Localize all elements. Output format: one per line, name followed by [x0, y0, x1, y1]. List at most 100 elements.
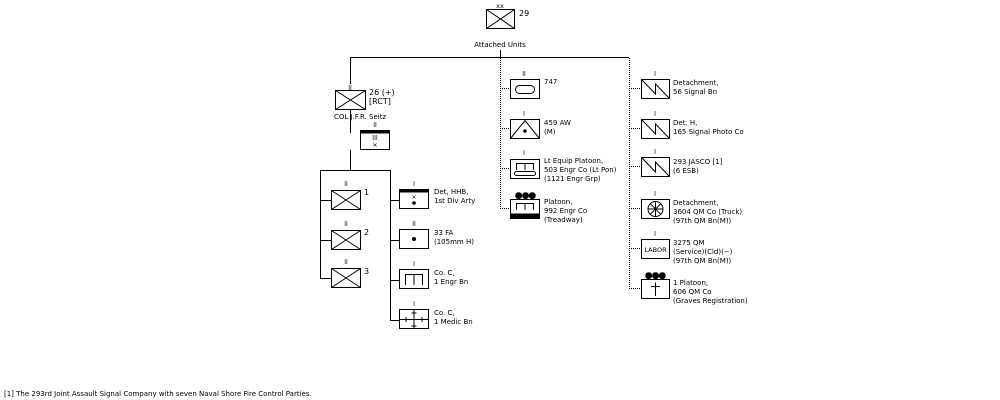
unit-label: 992 Engr Co: [544, 207, 587, 215]
infantry-cross-icon: [331, 190, 361, 210]
engineer-castle-icon: [516, 203, 534, 210]
signal-lightning-icon: [641, 119, 670, 139]
unit-label: (97th QM Bn(M)): [673, 217, 732, 225]
echelon-mark: ll: [373, 121, 377, 129]
labor-box-text: LABOR: [644, 246, 667, 254]
unit-label: Co. C,: [434, 309, 455, 317]
rct-commander: COL J.F.R. Seitz: [334, 113, 386, 121]
unit-label: 56 Signal Bn: [673, 88, 717, 96]
unit-label: Detachment,: [673, 79, 719, 87]
echelon-mark: l: [654, 110, 656, 118]
echelon-mark: l: [523, 149, 525, 157]
antiaircraft-node: l 459 AW (M): [510, 110, 571, 139]
signal-node: l Detachment, 56 Signal Bn: [641, 70, 719, 99]
infantry-cross-icon: [331, 268, 361, 288]
hq-echelon-mark: lll: [372, 134, 378, 142]
unit-label: 293 JASCO [1]: [673, 158, 723, 166]
unit-label: (Graves Registration): [673, 297, 748, 305]
echelon-mark: ll: [344, 220, 348, 228]
engineer-node: l Co. C, 1 Engr Bn: [399, 260, 468, 289]
unit-label: (Service)(Cld)(−): [673, 248, 733, 256]
unit-label: (Treadway): [544, 216, 583, 224]
echelon-mark: l: [413, 300, 415, 308]
hq-bar: [399, 189, 429, 193]
footnote: [1] The 293rd Joint Assault Signal Compa…: [4, 390, 312, 398]
infantry-cross-icon: [331, 230, 361, 250]
attached-dotted-lines: [500, 58, 641, 289]
hq-cross-icon: ×: [411, 193, 416, 201]
unit-label: 1 Engr Bn: [434, 278, 468, 286]
cross-icon: [651, 282, 660, 296]
pontoon-icon: [514, 171, 536, 176]
echelon-mark: ll: [522, 70, 526, 78]
medical-tick-icon: [405, 312, 423, 327]
battalion-node: ll 3: [331, 258, 369, 288]
signal-lightning-icon: [641, 79, 670, 99]
engineer-castle-icon: [516, 163, 534, 170]
unit-label: 459 AW: [544, 119, 571, 127]
battalion-designation: 3: [364, 267, 369, 276]
antiaircraft-symbol: [510, 119, 540, 139]
division-node: xx 29 Attached Units: [474, 2, 529, 49]
hq-bar: [360, 130, 390, 134]
unit-label: 1 Medic Bn: [434, 318, 473, 326]
attached-units-caption: Attached Units: [474, 41, 526, 49]
graves-registration-node: ●●● 1 Platoon, 606 QM Co (Graves Registr…: [641, 271, 748, 305]
platoon-dots-icon: ●●●: [645, 271, 667, 281]
medical-node: l Co. C, 1 Medic Bn: [399, 300, 473, 329]
echelon-mark: l: [654, 230, 656, 238]
unit-label: 606 QM Co: [673, 288, 712, 296]
unit-label: Det. H,: [673, 119, 697, 127]
artillery-dot-icon: [412, 237, 416, 241]
echelon-mark: l: [654, 148, 656, 156]
tank-symbol: [510, 79, 540, 99]
wheel-spokes-icon: [648, 201, 663, 217]
unit-label: (105mm H): [434, 238, 474, 246]
unit-label: Detachment,: [673, 199, 719, 207]
artillery-dot-icon: [412, 201, 416, 205]
echelon-mark: ll: [412, 220, 416, 228]
tank-track-icon: [515, 85, 535, 94]
echelon-mark: l: [523, 110, 525, 118]
labor-symbol: [641, 239, 670, 259]
engineer-equipment-node: l Lt Equip Platoon, 503 Engr Co (Lt Pon)…: [510, 149, 617, 183]
rct-tag: [RCT]: [369, 97, 391, 106]
hq-cross-icon: ×: [372, 141, 377, 149]
echelon-mark: l: [413, 180, 415, 188]
infantry-cross-icon: [486, 9, 515, 29]
jasco-node: l 293 JASCO [1] (6 ESB): [641, 148, 723, 177]
echelon-mark: ll: [348, 84, 352, 92]
treadway-bar-icon: [510, 213, 540, 219]
unit-label: 1 Platoon,: [673, 279, 708, 287]
infantry-cross-icon: [335, 90, 366, 110]
engineer-castle-icon: [405, 274, 423, 285]
unit-label: (6 ESB): [673, 167, 699, 175]
unit-label: Co. C,: [434, 269, 455, 277]
battalion-designation: 2: [364, 228, 369, 237]
connector-lines: [320, 50, 629, 321]
artillery-hq-node: l × Det, HHB, 1st Div Arty: [399, 180, 475, 209]
tank-node: ll 747: [510, 70, 557, 99]
platoon-dots-icon: ●●●: [515, 191, 537, 201]
unit-label: 3604 QM Co (Truck): [673, 208, 742, 216]
truck-node: l Detachment, 3604 QM Co (Truck) (97th Q…: [641, 190, 742, 225]
unit-label: (97th QM Bn(M)): [673, 257, 732, 265]
rct-node: ll 26 (+) [RCT] COL J.F.R. Seitz: [334, 84, 395, 121]
battalion-node: ll 2: [331, 220, 369, 250]
signal-photo-node: l Det. H, 165 Signal Photo Co: [641, 110, 744, 139]
unit-label: 747: [544, 78, 557, 86]
unit-label: Lt Equip Platoon,: [544, 157, 603, 165]
artillery-dot-icon: [523, 129, 527, 133]
unit-label: 3275 QM: [673, 239, 705, 247]
unit-label: (M): [544, 128, 556, 136]
echelon-mark: l: [413, 260, 415, 268]
engineer-platoon-node: ●●● Platoon, 992 Engr Co (Treadway): [510, 191, 587, 224]
echelon-mark: l: [654, 190, 656, 198]
signal-lightning-icon: [641, 157, 670, 177]
echelon-mark: ll: [344, 180, 348, 188]
unit-label: (1121 Engr Grp): [544, 175, 601, 183]
unit-label: 165 Signal Photo Co: [673, 128, 744, 136]
division-designation: 29: [519, 9, 529, 18]
echelon-mark: xx: [496, 2, 504, 10]
